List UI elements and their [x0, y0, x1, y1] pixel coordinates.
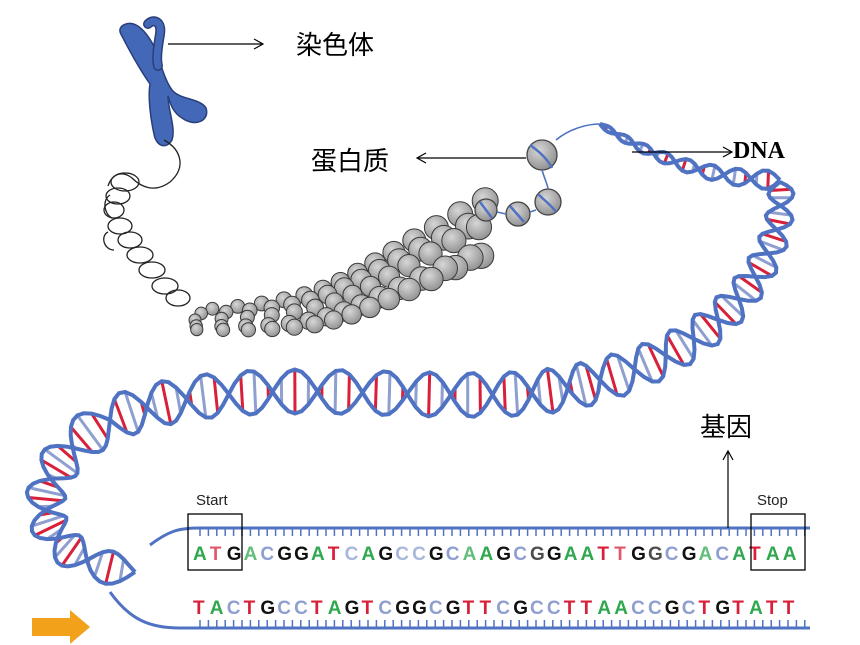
nucleotide-letter: A: [749, 598, 763, 619]
nucleotide-letter: A: [362, 544, 376, 565]
nucleotide-letter: C: [530, 598, 544, 619]
stop-codon-box: [750, 513, 806, 571]
nucleotide-letter: C: [294, 598, 308, 619]
start-codon-box: [187, 513, 243, 571]
nucleotide-letter: T: [581, 598, 593, 619]
nucleotide-letter: G: [446, 598, 461, 619]
right-arrow-icon: [32, 610, 90, 644]
nucleotide-letter: T: [699, 598, 711, 619]
nucleotide-letter: G: [260, 598, 275, 619]
nucleotide-letter: C: [631, 598, 645, 619]
protein-label: 蛋白质: [311, 147, 389, 177]
nucleotide-letter: A: [564, 544, 578, 565]
nucleotide-letter: A: [732, 544, 746, 565]
chromosome-label: 染色体: [296, 31, 374, 61]
nucleotide-letter: C: [513, 544, 527, 565]
nucleotide-letter: T: [463, 598, 475, 619]
nucleotide-letter: G: [227, 544, 242, 565]
nucleotide-letter: G: [412, 598, 427, 619]
protein-arrow: [415, 152, 526, 164]
nucleotide-letter: T: [732, 598, 744, 619]
dna-label: DNA: [733, 138, 786, 164]
nucleotide-letter: T: [362, 598, 374, 619]
nucleotide-letter: G: [631, 544, 646, 565]
nucleotide-letter: G: [429, 544, 444, 565]
nucleotide-letter: G: [496, 544, 511, 565]
nucleotide-letter: T: [749, 544, 761, 565]
gene-label: 基因: [700, 413, 752, 443]
chromatin-coil: [103, 139, 191, 307]
nucleotide-letter: C: [547, 598, 561, 619]
nucleotide-letter: G: [530, 544, 545, 565]
nucleotide-letter: A: [581, 544, 595, 565]
nucleotide-letter: T: [480, 598, 492, 619]
nucleotide-letter: G: [277, 544, 292, 565]
nucleotide-letter: C: [665, 544, 679, 565]
chromosome-illustration: [119, 16, 208, 147]
nucleotide-letter: A: [783, 544, 797, 565]
nucleotide-letter: G: [665, 598, 680, 619]
nucleotide-letter: C: [496, 598, 510, 619]
nucleotide-letter: T: [766, 598, 778, 619]
nucleotide-letter: G: [395, 598, 410, 619]
nucleotide-letter: C: [682, 598, 696, 619]
dna-double-helix: [24, 122, 796, 586]
nucleotide-letter: C: [345, 544, 359, 565]
nucleosome-beads: [474, 123, 601, 227]
nucleotide-letter: C: [412, 544, 426, 565]
nucleotide-letter: C: [227, 598, 241, 619]
nucleotide-letter: T: [783, 598, 795, 619]
nucleotide-letter: A: [328, 598, 342, 619]
nucleotide-letter: A: [614, 598, 628, 619]
nucleotide-letter: C: [446, 544, 460, 565]
dna-arrow: [632, 146, 734, 158]
nucleotide-letter: G: [682, 544, 697, 565]
nucleotide-letter: G: [648, 544, 663, 565]
nucleotide-letter: T: [597, 544, 609, 565]
nucleotide-letter: A: [311, 544, 325, 565]
nucleotide-letter: A: [699, 544, 713, 565]
nucleotide-letter: C: [395, 544, 409, 565]
nucleotide-letter: G: [513, 598, 528, 619]
nucleotide-letter: C: [715, 544, 729, 565]
nucleotide-letter: T: [614, 544, 626, 565]
nucleotide-letter: A: [597, 598, 611, 619]
nucleotide-letter: C: [378, 598, 392, 619]
chromosome-arrow: [168, 38, 265, 50]
nucleotide-letter: T: [564, 598, 576, 619]
nucleotide-letter: C: [260, 544, 274, 565]
nucleotide-letter: T: [210, 544, 222, 565]
nucleotide-letter: G: [294, 544, 309, 565]
gene-arrow: [722, 449, 734, 528]
nucleotide-letter: G: [345, 598, 360, 619]
nucleotide-letter: C: [277, 598, 291, 619]
nucleotide-letter: A: [193, 544, 207, 565]
nucleotide-letter: A: [244, 544, 258, 565]
nucleotide-letter: C: [648, 598, 662, 619]
nucleotide-letter: C: [429, 598, 443, 619]
start-label: Start: [196, 492, 229, 509]
nucleotide-letter: A: [480, 544, 494, 565]
nucleotide-letter: T: [244, 598, 256, 619]
nucleosome-solenoid: [188, 187, 499, 338]
nucleotide-letter: A: [210, 598, 224, 619]
nucleotide-letter: G: [547, 544, 562, 565]
nucleotide-letter: G: [715, 598, 730, 619]
nucleotide-letter: T: [328, 544, 340, 565]
nucleotide-letter: A: [766, 544, 780, 565]
nucleotide-letter: A: [463, 544, 477, 565]
nucleotide-letter: T: [311, 598, 323, 619]
stop-label: Stop: [757, 492, 788, 509]
nucleotide-letter: G: [378, 544, 393, 565]
nucleotide-letter: T: [193, 598, 205, 619]
